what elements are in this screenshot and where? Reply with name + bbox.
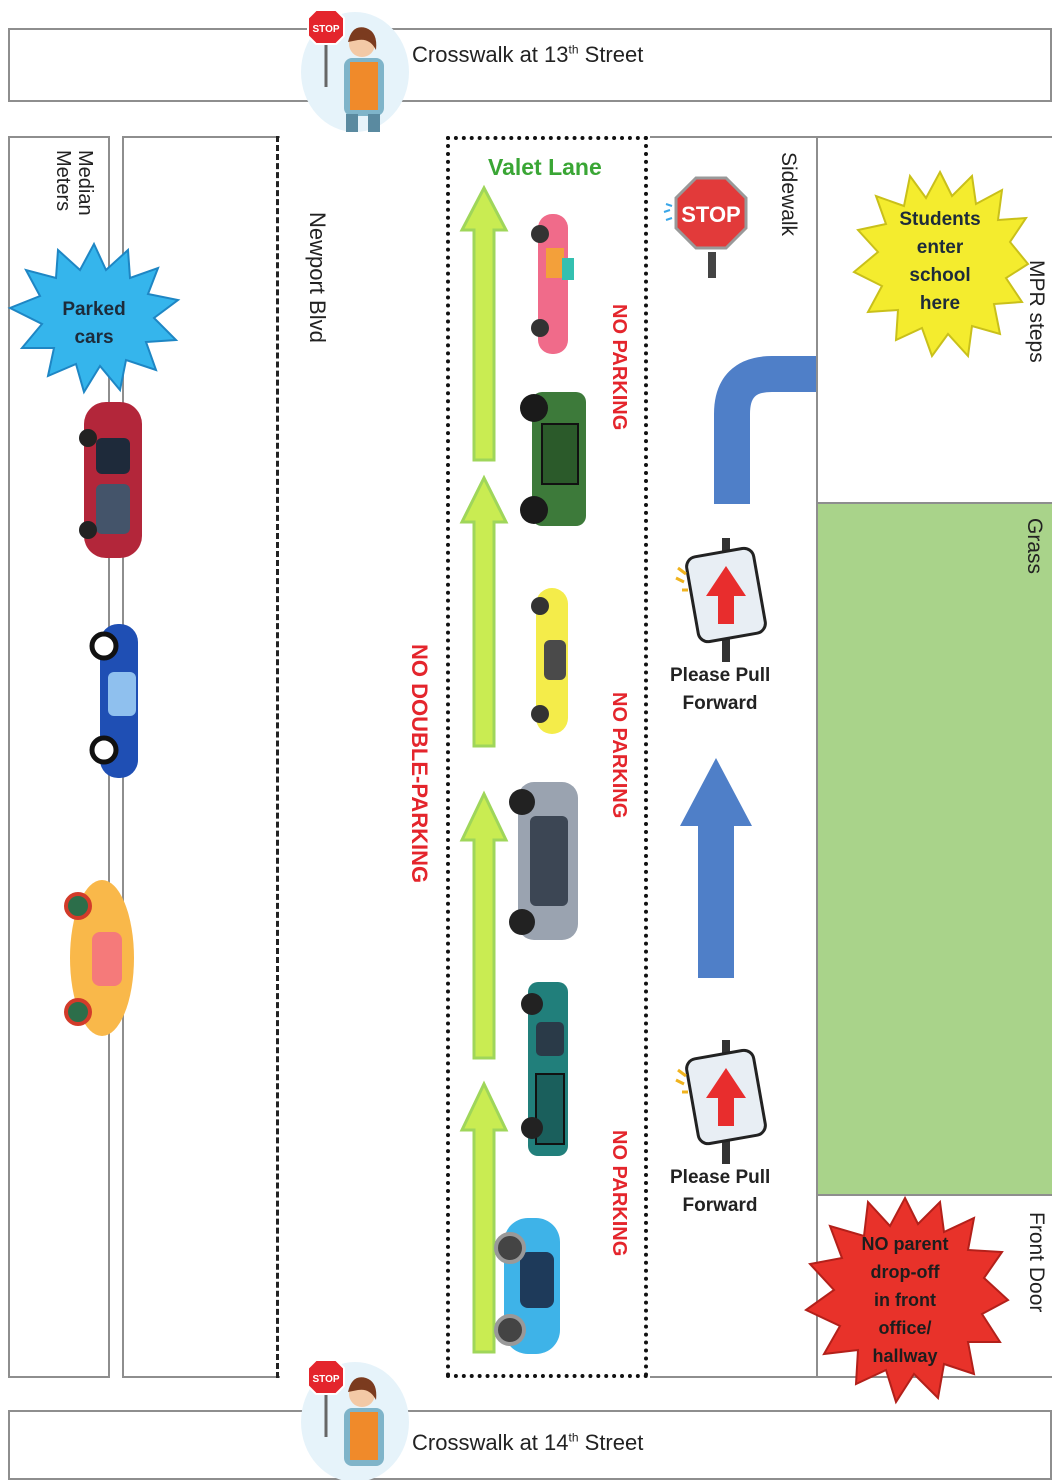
- median-meters-label: Median Meters: [52, 150, 96, 216]
- crossing-guard-bottom-icon: STOP: [300, 1352, 410, 1480]
- parked-car-blue-sedan: [88, 618, 152, 784]
- crosswalk-14th-street: [8, 1410, 1052, 1480]
- students-enter-burst: Students enter school here: [852, 169, 1030, 359]
- parked-car-red-minivan: [74, 398, 154, 562]
- no-parking-label-3: NO PARKING: [608, 1130, 630, 1257]
- sidewalk-label: Sidewalk: [777, 152, 800, 237]
- no-double-parking-label: NO DOUBLE-PARKING: [407, 644, 432, 884]
- svg-text:STOP: STOP: [312, 24, 339, 35]
- valet-lane: [446, 136, 648, 1378]
- sidewalk: [650, 136, 818, 1378]
- crosswalk-14th-label: Crosswalk at 14th Street: [412, 1430, 644, 1455]
- newport-blvd-label: Newport Blvd: [305, 212, 330, 343]
- valet-car-silver-suv: [500, 776, 592, 946]
- parked-cars-burst: Parked cars: [7, 241, 181, 395]
- crosswalk-13th-street: [8, 28, 1052, 102]
- valet-car-yellow-sports: [524, 584, 580, 738]
- crossing-guard-top-icon: STOP: [300, 2, 410, 134]
- front-door-label: Front Door: [1025, 1212, 1048, 1313]
- valet-car-blue-hatchback: [492, 1212, 568, 1358]
- lane-divider-dashed: [276, 136, 279, 1378]
- valet-lane-arrows: [459, 184, 509, 1354]
- parking-lane: [122, 136, 280, 1378]
- pull-forward-sign-2: Please Pull Forward: [670, 1040, 782, 1220]
- no-parking-label-2: NO PARKING: [608, 692, 630, 819]
- stop-sign-icon: STOP: [660, 172, 756, 280]
- route-arrow-up: [680, 758, 752, 978]
- grass-label: Grass: [1023, 518, 1046, 575]
- pull-forward-sign-1: Please Pull Forward: [670, 538, 782, 718]
- no-parking-label-1: NO PARKING: [608, 304, 630, 431]
- crosswalk-13th-label: Crosswalk at 13th Street: [412, 42, 644, 67]
- parked-car-orange-beetle: [62, 876, 138, 1040]
- grass-area: [816, 502, 1052, 1196]
- valet-car-green-jeep: [512, 384, 602, 534]
- valet-lane-label: Valet Lane: [488, 154, 602, 180]
- svg-text:STOP: STOP: [312, 1374, 339, 1385]
- valet-car-teal-pickup: [514, 978, 580, 1160]
- svg-text:STOP: STOP: [681, 202, 741, 227]
- valet-car-pink-convertible: [526, 208, 582, 358]
- no-dropoff-burst: NO parent drop-off in front office/ hall…: [802, 1195, 1010, 1405]
